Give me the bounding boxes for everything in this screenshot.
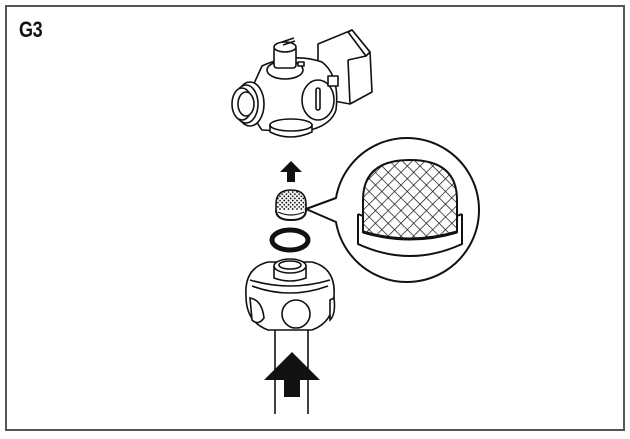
filter-mesh-magnified-icon — [362, 158, 458, 240]
arrow-up-small-icon — [280, 161, 302, 182]
step-label: G3 — [19, 17, 43, 42]
filter-screen-icon — [275, 189, 307, 222]
connector-nut-icon — [245, 258, 336, 331]
arrow-up-large-icon — [264, 352, 320, 397]
magnified-callout — [305, 137, 480, 283]
gasket-washer-icon — [269, 227, 311, 253]
angle-valve-icon — [231, 29, 373, 138]
